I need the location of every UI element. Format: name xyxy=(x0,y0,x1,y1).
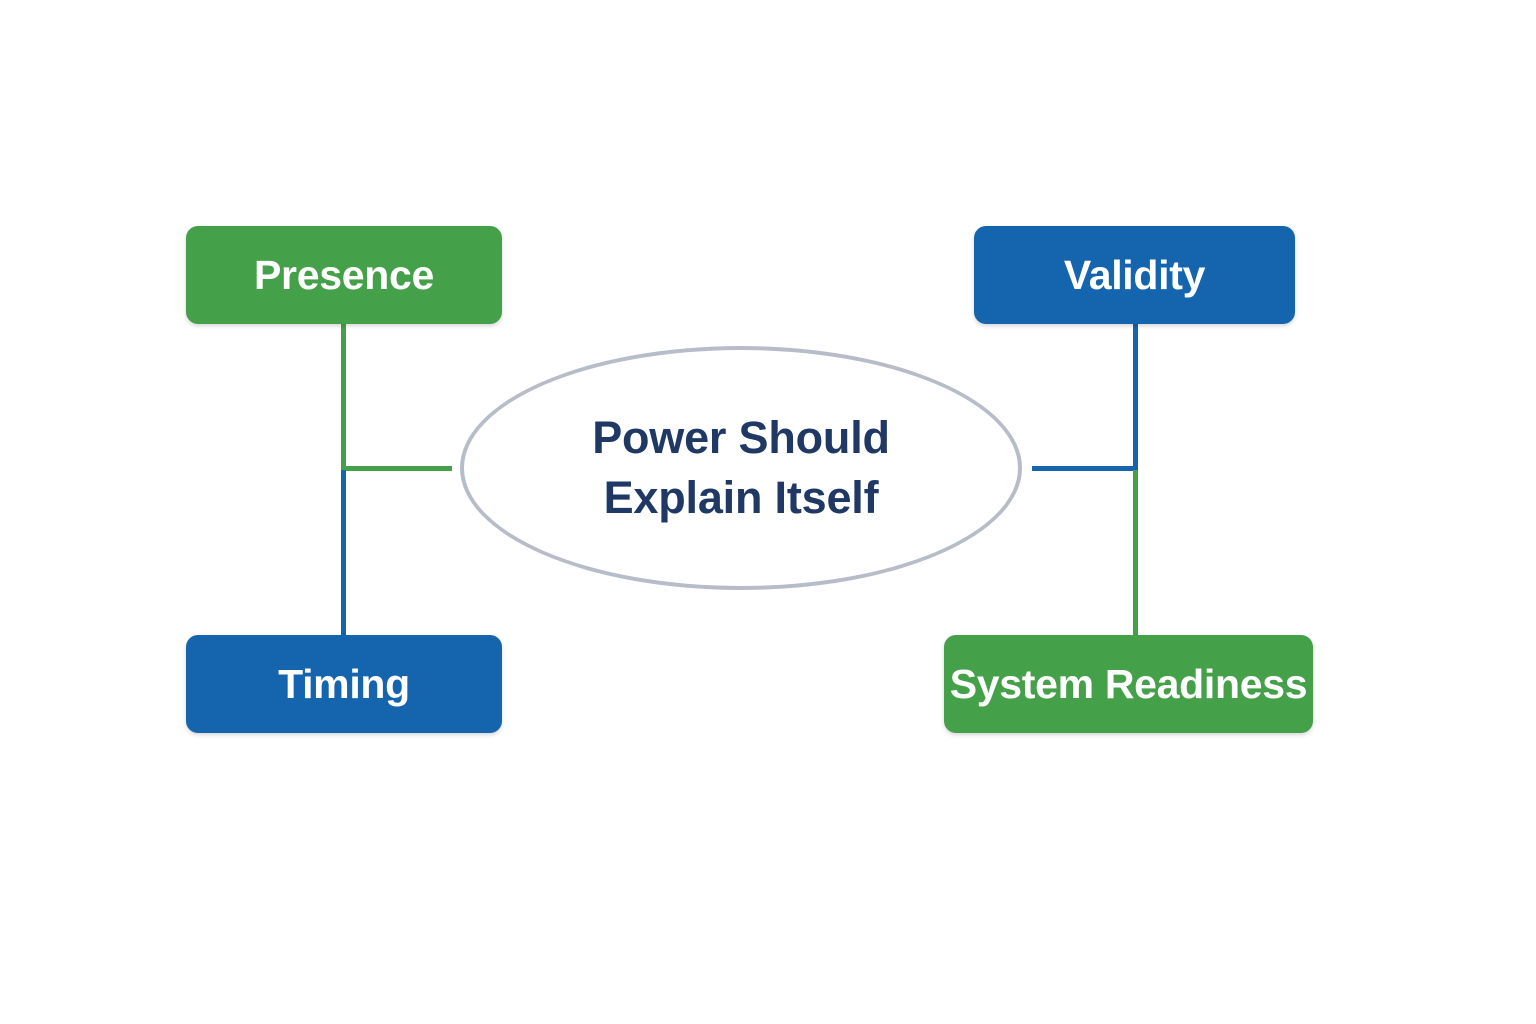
connector-left-hub-to-center xyxy=(341,466,452,471)
node-validity-label: Validity xyxy=(1063,251,1206,298)
connector-right-hub-to-center xyxy=(1032,466,1138,471)
node-timing-label: Timing xyxy=(278,660,410,707)
node-system-readiness[interactable]: System Readiness xyxy=(944,635,1313,733)
node-system-readiness-label: System Readiness xyxy=(949,660,1308,707)
node-presence-label: Presence xyxy=(254,251,434,298)
connector-validity-to-hub xyxy=(1133,322,1138,472)
connector-readiness-to-hub xyxy=(1133,470,1138,638)
connector-presence-to-hub xyxy=(341,322,346,472)
central-concept-ellipse: Power Should Explain Itself xyxy=(460,346,1022,590)
connector-timing-to-hub xyxy=(341,470,346,638)
node-presence[interactable]: Presence xyxy=(186,226,502,324)
node-validity[interactable]: Validity xyxy=(974,226,1295,324)
node-timing[interactable]: Timing xyxy=(186,635,502,733)
central-concept-label: Power Should Explain Itself xyxy=(592,412,890,523)
